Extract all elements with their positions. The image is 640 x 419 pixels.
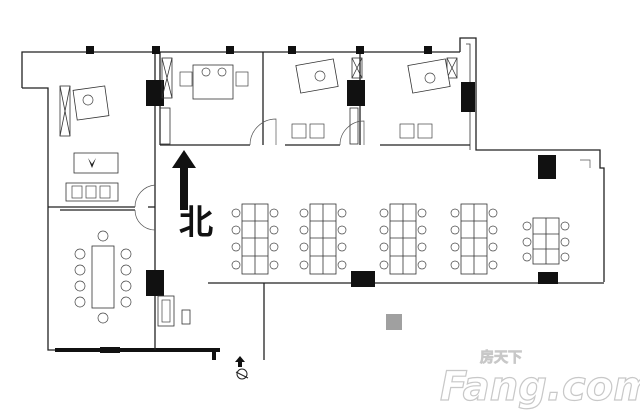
office-furniture [65,58,451,202]
workstation-cluster [299,203,347,275]
north-arrow-icon [172,150,196,210]
columns [86,46,558,353]
workstation-cluster [379,203,427,275]
partitions [48,52,470,350]
cabinets [59,57,458,145]
fang-logo-text: Fang.com [440,364,640,410]
outer-walls [21,37,605,360]
workstations [231,203,570,275]
reception [157,295,191,327]
entrance-icon [235,356,249,380]
conference-room [74,230,132,324]
north-label: 北 [179,203,213,243]
doors [134,118,591,231]
workstation-cluster [522,217,570,265]
fang-logo-cn: 房天下 [480,349,522,366]
workstation-cluster [450,203,498,275]
fang-logo-watermark: 房天下 Fang.com [439,349,640,411]
workstation-cluster [231,203,279,275]
shaft-square [386,314,402,330]
